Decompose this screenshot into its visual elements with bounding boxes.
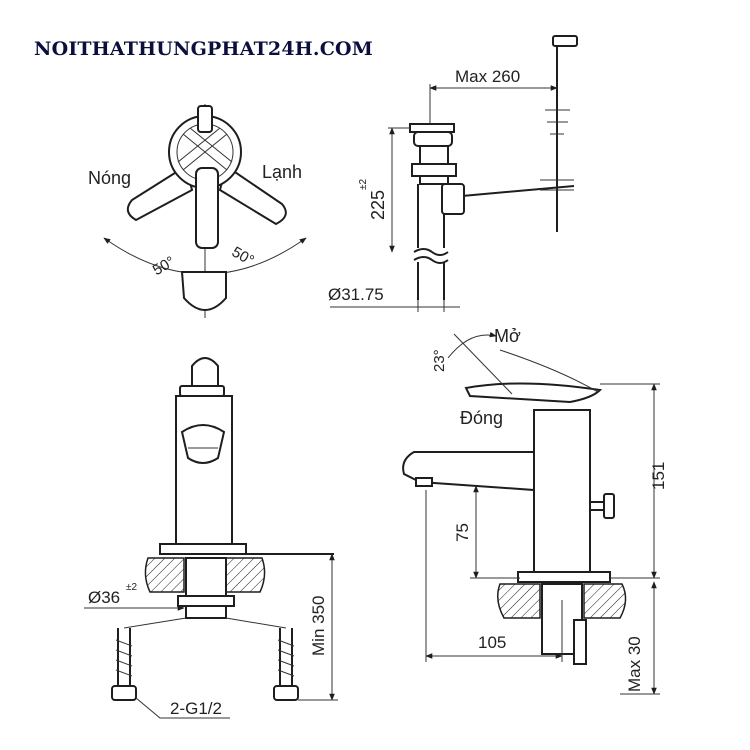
angle-left-label: 50°	[150, 253, 178, 279]
depth-105-label: 105	[478, 633, 506, 652]
max-260-label: Max 260	[455, 67, 520, 86]
front-handle	[191, 357, 219, 387]
front-base	[159, 543, 247, 555]
open-label: Mở	[494, 326, 521, 346]
spout	[402, 451, 535, 492]
tilt-label: 23°	[431, 349, 448, 372]
drain-flange	[409, 123, 455, 133]
side-shank	[573, 619, 587, 665]
height-75-label: 75	[453, 523, 472, 542]
height-151-label: 151	[649, 462, 668, 490]
min-350-label: Min 350	[309, 596, 328, 656]
hose-left	[117, 628, 131, 686]
side-base	[517, 571, 611, 583]
hose-right	[279, 628, 293, 686]
linkage-rod	[461, 185, 575, 197]
front-body	[175, 395, 233, 545]
side-body	[533, 409, 591, 575]
cartridge-cross	[177, 127, 233, 171]
thread-label: 2-G1/2	[170, 699, 222, 718]
hole-diameter-tol: ±2	[126, 582, 137, 593]
handle-post	[197, 105, 213, 133]
height-225-label: 225	[368, 190, 388, 220]
spout-top-view	[180, 271, 227, 311]
hole-diameter-label: Ø36	[88, 588, 120, 607]
rod-knob	[552, 35, 578, 47]
drain-view: Max 260 225 ±2 Ø31.75	[328, 35, 578, 312]
drain-tail	[417, 262, 445, 300]
closed-label: Đóng	[460, 408, 503, 428]
aerator	[180, 424, 226, 464]
max-30-label: Max 30	[625, 636, 644, 692]
site-title: NOITHATHUNGPHAT24H.COM	[34, 38, 374, 60]
side-view: Mở Đóng 23° 151 Max 30 75 105	[402, 326, 668, 695]
diameter-label: Ø31.75	[328, 285, 384, 304]
lever	[195, 167, 219, 249]
hot-label: Nóng	[88, 168, 131, 188]
shank	[185, 557, 227, 619]
cold-label: Lạnh	[262, 162, 302, 182]
cold-handle-arm	[218, 164, 287, 226]
lever-closed	[464, 382, 603, 404]
linkage-nut	[441, 183, 465, 215]
front-view: Ø36 ±2 Min 350 2-G1/2	[84, 357, 338, 719]
height-225-tol: ±2	[358, 179, 369, 190]
hot-handle-arm	[126, 164, 194, 222]
top-view: Nóng Lạnh 50° 50°	[88, 104, 307, 318]
